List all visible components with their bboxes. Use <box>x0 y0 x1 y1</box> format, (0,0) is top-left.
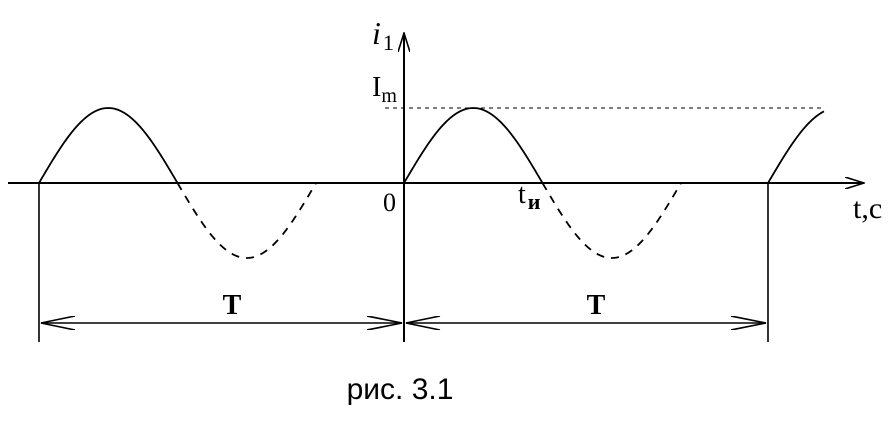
amplitude-label: Im <box>372 72 397 107</box>
period-label-1: T <box>223 290 242 321</box>
pulse-solid-2 <box>403 107 544 184</box>
pulse-duration-label-subscript: и <box>528 189 541 214</box>
period-label-2: T <box>587 290 606 321</box>
negative-half-dashed-2 <box>541 182 682 259</box>
y-axis-label-subscript: 1 <box>383 30 394 55</box>
figure-caption: рис. 3.1 <box>347 373 454 406</box>
amplitude-label-subscript: m <box>381 85 397 107</box>
origin-label: 0 <box>383 188 396 217</box>
pulse-duration-label: tи <box>518 179 541 214</box>
negative-half-dashed-1 <box>176 182 317 259</box>
pulse-solid-3-partial <box>767 110 825 184</box>
pulse-solid-1 <box>38 107 179 184</box>
y-axis-label: i1 <box>372 15 394 55</box>
x-axis-label: t,c <box>853 192 882 225</box>
